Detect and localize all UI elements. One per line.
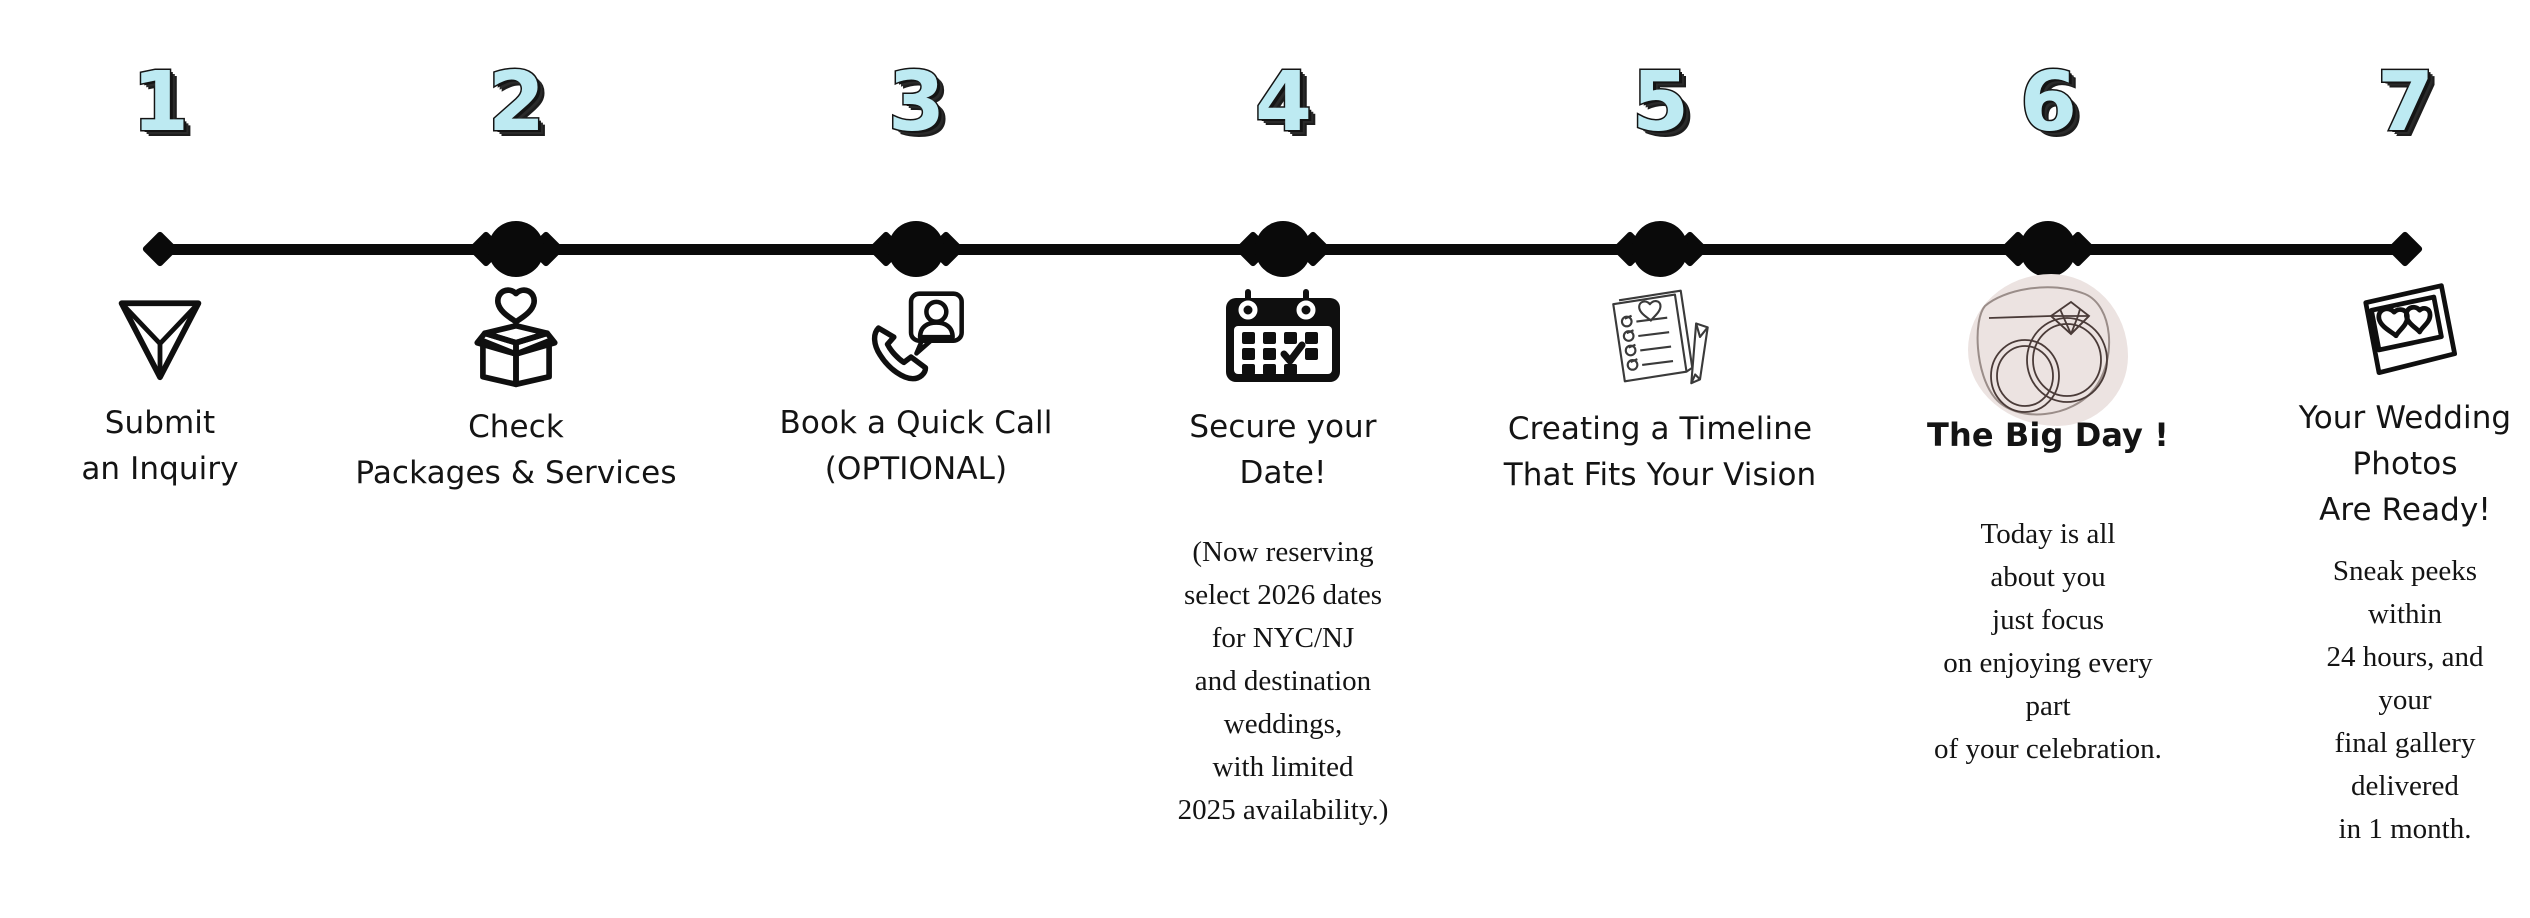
step-note-7: Sneak peeks within 24 hours, and your fi… bbox=[2326, 555, 2484, 845]
circle-marker-icon bbox=[1255, 221, 1311, 277]
step-number-3: 3 bbox=[886, 55, 946, 150]
diamond-marker-icon bbox=[2386, 230, 2424, 268]
step-icon-3-wrap bbox=[706, 288, 1126, 398]
step-number-7: 7 bbox=[2375, 55, 2435, 150]
step-icon-5-wrap bbox=[1450, 283, 1870, 393]
step-icon-4-wrap bbox=[1073, 286, 1493, 396]
step-number-4: 4 bbox=[1253, 55, 1313, 150]
step-number-5: 5 bbox=[1630, 55, 1690, 150]
step-note-6: Today is all about you just focus on enj… bbox=[1934, 518, 2162, 765]
step-label-6: The Big Day ! bbox=[1927, 416, 2169, 454]
step-number-2: 2 bbox=[486, 55, 546, 150]
polaroid-hearts-icon bbox=[2363, 283, 2457, 376]
timeline-step-3[interactable]: 3 Book a Quick Call (OPTIONAL) bbox=[706, 0, 1126, 918]
step-icon-2-wrap bbox=[306, 286, 726, 396]
phone-call-person-icon bbox=[871, 291, 964, 382]
gift-box-heart-icon bbox=[474, 287, 558, 388]
step-label-4: Secure your Date! bbox=[1189, 409, 1377, 491]
timeline-step-7[interactable]: 7 Your Wedding Photos Are Ready! Sneak p… bbox=[2195, 0, 2530, 918]
step-label-5: Creating a Timeline That Fits Your Visio… bbox=[1503, 411, 1817, 493]
wedding-rings-icon bbox=[1976, 286, 2111, 416]
timeline-step-4[interactable]: 4 bbox=[1073, 0, 1493, 918]
step-label-7: Your Wedding Photos Are Ready! bbox=[2298, 400, 2512, 528]
calendar-check-icon bbox=[1226, 289, 1340, 382]
step-icon-1-wrap bbox=[0, 286, 370, 396]
step-icon-7-wrap bbox=[2195, 280, 2530, 390]
circle-marker-icon bbox=[2020, 221, 2076, 277]
step-label-2: Check Packages & Services bbox=[355, 409, 677, 491]
paper-plane-icon bbox=[118, 300, 202, 381]
circle-marker-icon bbox=[888, 221, 944, 277]
step-label-3: Book a Quick Call (OPTIONAL) bbox=[779, 405, 1053, 487]
circle-marker-icon bbox=[488, 221, 544, 277]
step-label-1: Submit an Inquiry bbox=[81, 405, 239, 487]
diamond-marker-icon bbox=[141, 230, 179, 268]
step-icon-6-wrap bbox=[1838, 272, 2258, 432]
timeline-step-1[interactable]: 1 Submit an Inquiry bbox=[0, 0, 370, 918]
circle-marker-icon bbox=[1632, 221, 1688, 277]
step-number-6: 6 bbox=[2018, 55, 2078, 150]
checklist-pencil-icon bbox=[1612, 289, 1709, 385]
timeline-step-6[interactable]: 6 bbox=[1838, 0, 2258, 918]
step-note-4: (Now reserving select 2026 dates for NYC… bbox=[1177, 536, 1389, 826]
timeline-step-5[interactable]: 5 bbox=[1450, 0, 1870, 918]
step-number-1: 1 bbox=[130, 55, 190, 150]
timeline-step-2[interactable]: 2 Check Packages & Services bbox=[306, 0, 726, 918]
